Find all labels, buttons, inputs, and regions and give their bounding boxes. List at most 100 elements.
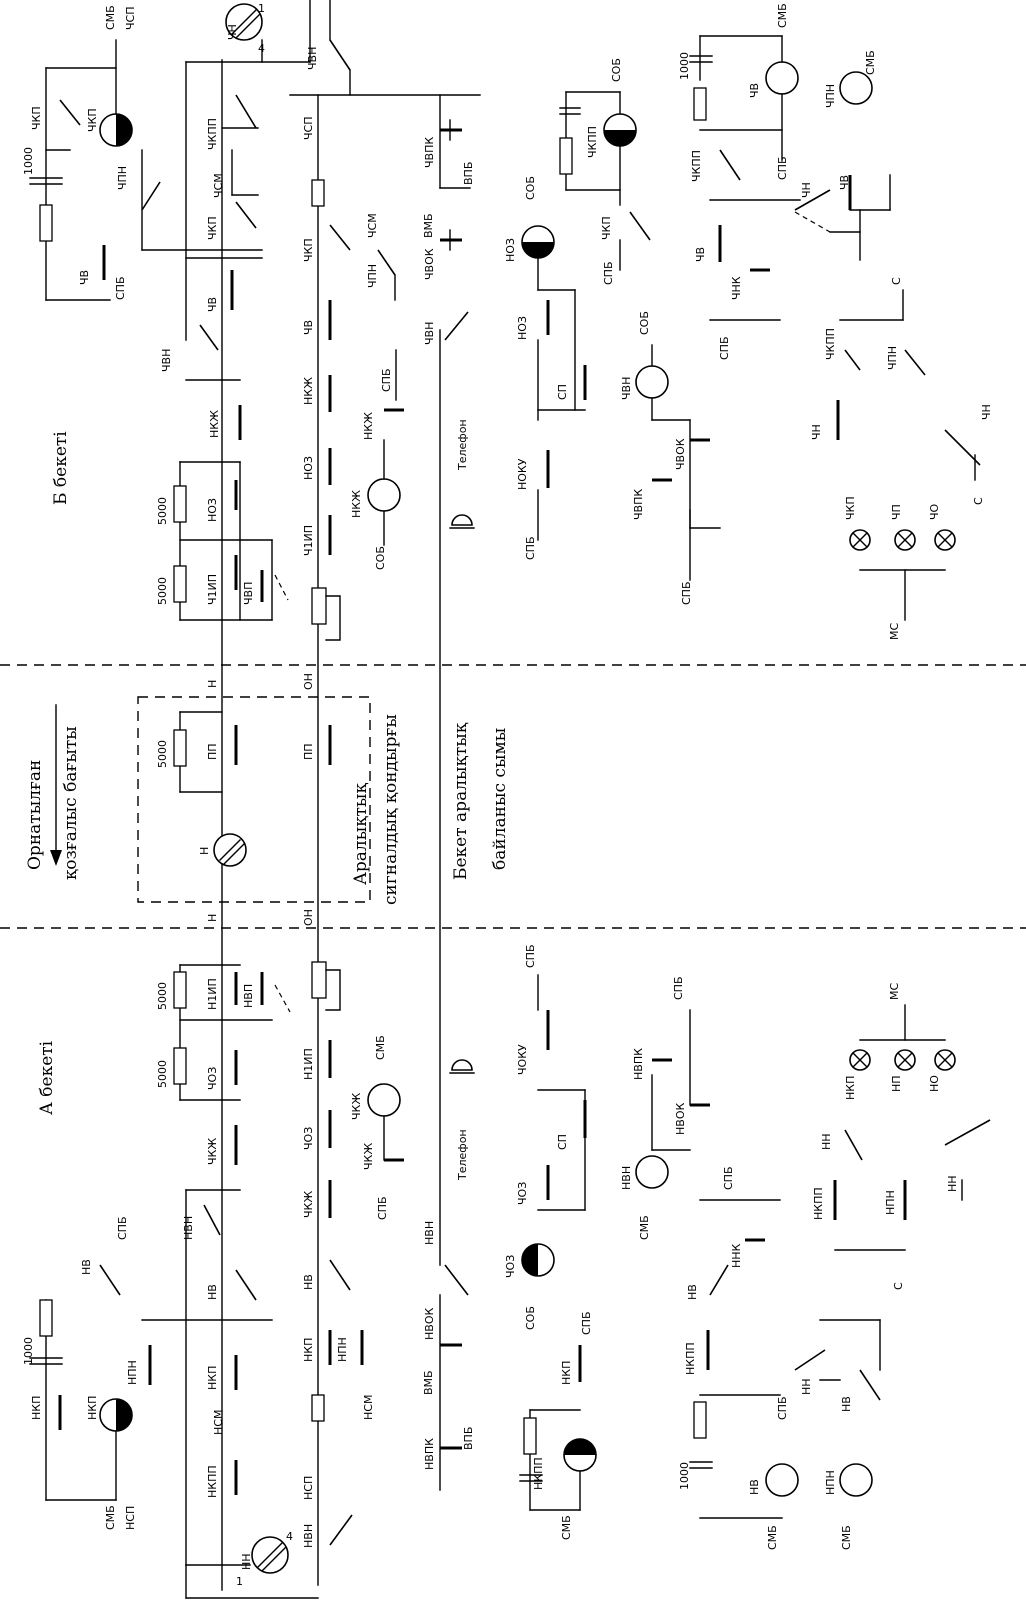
svg-text:1000: 1000 (678, 52, 691, 80)
station-b-chkp-cluster: ЧКП ЧКП СМБ ЧСП 1000 ЧВ СПБ ЧПН (22, 5, 263, 301)
svg-text:ЧВН: ЧВН (620, 377, 633, 400)
svg-text:СПБ: СПБ (116, 1217, 129, 1241)
svg-text:НСП: НСП (302, 1476, 315, 1500)
svg-text:ЧКЖ: ЧКЖ (362, 1143, 375, 1170)
svg-text:ВПБ: ВПБ (462, 162, 475, 185)
svg-text:НКЖ: НКЖ (350, 490, 363, 518)
svg-text:1: 1 (236, 1575, 243, 1588)
svg-text:НП: НП (890, 1075, 903, 1092)
svg-text:ЧКПП: ЧКПП (206, 118, 219, 150)
contact-nvn-phone (444, 1264, 469, 1296)
svg-text:СПБ: СПБ (380, 369, 393, 393)
svg-text:5000: 5000 (156, 497, 169, 525)
svg-text:СОБ: СОБ (524, 176, 537, 200)
svg-text:СОБ: СОБ (374, 546, 387, 570)
svg-text:ЧКЖ: ЧКЖ (206, 1138, 219, 1165)
link-title-2: байланыс сымы (490, 728, 510, 870)
station-a-nkp-cluster: НКП НКП 1000 СМБ НСП НВ СПБ НПН (22, 1217, 273, 1530)
svg-text:ЧОЗ: ЧОЗ (302, 1127, 315, 1150)
station-b-chvn-relay: ЧВН СОБ ЧВОК ЧВПК СПБ (620, 311, 721, 605)
svg-text:4: 4 (286, 1530, 293, 1543)
svg-text:НВН: НВН (423, 1221, 436, 1245)
svg-text:ЧВ: ЧВ (694, 247, 707, 262)
svg-text:НКПП: НКПП (206, 1465, 219, 1498)
station-b-title: Б бекеті (51, 431, 71, 505)
svg-text:НОЗ: НОЗ (504, 238, 517, 262)
svg-text:НСМ: НСМ (212, 1410, 225, 1435)
svg-text:ЧОЗ: ЧОЗ (206, 1067, 219, 1090)
svg-text:СМБ: СМБ (560, 1515, 573, 1540)
svg-text:СМБ: СМБ (840, 1525, 853, 1550)
svg-text:Н: Н (206, 914, 219, 922)
svg-text:ННК: ННК (730, 1243, 743, 1268)
svg-text:НКЖ: НКЖ (302, 377, 315, 405)
svg-text:Н: Н (206, 680, 219, 688)
svg-text:ЧВПК: ЧВПК (423, 137, 436, 168)
station-a-nvn-relay: СПБ НВПК НВОК НВН СМБ (620, 977, 710, 1240)
svg-text:СП: СП (556, 1134, 569, 1150)
svg-text:С: С (890, 277, 903, 285)
svg-text:НОЗ: НОЗ (206, 498, 219, 522)
svg-text:ЧН: ЧН (800, 182, 813, 198)
svg-text:СМБ: СМБ (776, 3, 789, 28)
svg-text:1: 1 (258, 2, 265, 15)
svg-text:НВ: НВ (206, 1284, 219, 1300)
variable-resistor-a (311, 961, 327, 999)
direction-title-2: қозғалыс бағыты (61, 726, 81, 880)
svg-text:ЧКП: ЧКП (30, 106, 43, 130)
station-b-telephone: ЧВПК ВПБ ЧВОК ВМБ ЧВН Телефон (422, 94, 475, 529)
relay-chkzh (367, 1083, 401, 1117)
svg-text:СПБ: СПБ (376, 1197, 389, 1221)
svg-text:НО: НО (928, 1075, 941, 1092)
svg-text:ЧВОК: ЧВОК (423, 248, 436, 280)
svg-text:ЧВН: ЧВН (423, 322, 436, 345)
svg-text:НВН: НВН (182, 1216, 195, 1240)
contact-chkp-b (235, 201, 257, 229)
svg-text:ЧКЖ: ЧКЖ (302, 1191, 315, 1218)
contact-nv-a (235, 1269, 257, 1301)
svg-text:НПН: НПН (336, 1337, 349, 1362)
svg-text:НКП: НКП (302, 1338, 315, 1362)
svg-text:НКП: НКП (86, 1396, 99, 1420)
svg-text:1000: 1000 (22, 1337, 35, 1365)
svg-text:ЧП: ЧП (890, 504, 903, 520)
contact-chpn-on (377, 249, 396, 276)
label-chn: ЧН (226, 24, 239, 40)
direction-title-1: Орнатылған (25, 760, 45, 870)
relay-chpn (839, 71, 873, 105)
svg-text:НКП: НКП (30, 1396, 43, 1420)
svg-text:МС: МС (888, 983, 901, 1000)
svg-text:НКП: НКП (206, 1366, 219, 1390)
svg-text:1000: 1000 (22, 147, 35, 175)
station-a-on-circuit: Н1ИП ЧОЗ ЧКЖ НВ НКП НПН НСМ НСП НВН (302, 961, 375, 1548)
relay-nvn (635, 1155, 669, 1189)
svg-text:ЧКП: ЧКП (302, 238, 315, 262)
contact-nvn-on (329, 1514, 353, 1546)
resistor-1000-b (39, 204, 53, 242)
svg-text:НВ: НВ (302, 1274, 315, 1290)
svg-text:ЧВ: ЧВ (206, 297, 219, 312)
svg-text:ЧОЗ: ЧОЗ (504, 1255, 517, 1278)
contact-chvn-b (199, 324, 219, 351)
svg-text:СМБ: СМБ (104, 5, 117, 30)
svg-text:НКПП: НКПП (532, 1457, 545, 1490)
svg-text:НПН: НПН (126, 1360, 139, 1385)
svg-text:НВОК: НВОК (423, 1308, 436, 1340)
contact-chvn-top (329, 39, 351, 71)
svg-text:ЧСМ: ЧСМ (366, 213, 379, 238)
svg-text:ЧВ: ЧВ (78, 270, 91, 285)
svg-text:НКПП: НКПП (812, 1187, 825, 1220)
relay-npn (839, 1463, 873, 1497)
svg-text:СПБ: СПБ (602, 262, 615, 286)
station-a-title: А бекеті (37, 1040, 57, 1115)
svg-text:ЧКП: ЧКП (206, 216, 219, 240)
svg-text:НВ: НВ (840, 1396, 853, 1412)
svg-text:ВПБ: ВПБ (462, 1427, 475, 1450)
svg-text:ЧОЗ: ЧОЗ (516, 1182, 529, 1205)
telephone-b-icon (451, 514, 473, 526)
svg-text:5000: 5000 (156, 740, 169, 768)
svg-text:НН: НН (240, 1553, 253, 1570)
svg-text:ЧКПП: ЧКПП (586, 126, 599, 158)
svg-text:5000: 5000 (156, 982, 169, 1010)
svg-text:НН: НН (800, 1378, 813, 1395)
